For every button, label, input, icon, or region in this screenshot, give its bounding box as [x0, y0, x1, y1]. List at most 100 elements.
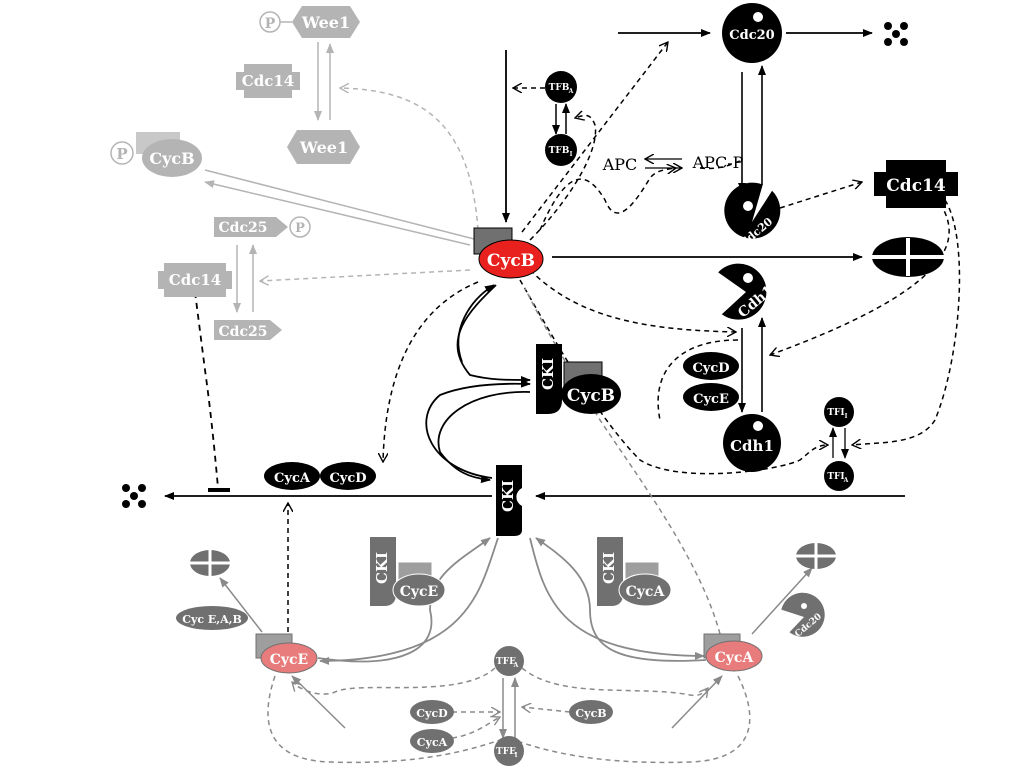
edge-cycB-to-cdc20-synth [521, 42, 668, 233]
cycA-bottom-small-label: CycA [417, 736, 448, 749]
edge-tfe-to-cycA [521, 667, 708, 695]
edge-cycB-to-apc [539, 168, 676, 231]
cycA-bottom-small-node: CycA [410, 729, 454, 753]
cdc14-upper-left-node: Cdc14 [236, 64, 300, 98]
cycB-center-label: CycB [487, 251, 535, 271]
cki-center-label: CKI [499, 480, 517, 512]
tfi-a-sub: A [843, 477, 849, 484]
cdc25-p-node: Cdc25 P [214, 216, 311, 238]
phospho-icon [110, 141, 134, 165]
phospho-icon [289, 216, 311, 238]
cycB-p-node: P CycB [110, 132, 202, 177]
cycA-degraded-icon [796, 543, 836, 569]
edge-cdc14-inhibit [194, 291, 219, 489]
cki-degradation-dots-icon [122, 484, 146, 508]
cycD-right-label: CycD [692, 361, 729, 376]
edge-cycA-synthesis [671, 675, 723, 729]
tfe-a-sub: A [513, 662, 519, 669]
cycE-bottom-label: CycE [270, 652, 308, 668]
cki-cycE-complex-node: CKI CycE [370, 537, 446, 607]
apc-label: APC [602, 155, 638, 174]
edge-cycE-synthesis [291, 675, 346, 729]
edge-apc-to-cdc20 [699, 159, 743, 170]
tfb-a-node: TFB A [545, 71, 577, 103]
edge-cki-cycB-to-cycB [457, 284, 495, 363]
tfe-i-sub: I [515, 752, 518, 759]
cdh1-label: Cdh1 [730, 437, 774, 455]
phospho-label: P [116, 145, 127, 163]
cki-cycA-cki-label: CKI [600, 552, 618, 584]
edge-cdc14-to-cdh1 [770, 195, 950, 355]
tfb-i-sub: I [570, 151, 573, 158]
edge-cdc14-to-tfi [852, 199, 961, 445]
tfi-i-node: TFI I [824, 397, 854, 427]
cycD-right-node: CycD [683, 352, 739, 380]
tfe-a-node: TFE A [494, 646, 524, 676]
cdh1-node: Cdh1 [723, 414, 781, 472]
edge-cycE-degradation [219, 577, 263, 633]
cdh1-active-node: Cdh1 [718, 263, 777, 321]
cdc25-node: Cdc25 [214, 320, 282, 340]
tfb-a-label: TFB [549, 83, 570, 93]
cdc20-active-node: Cdc20 [724, 182, 781, 250]
cdc20-label: Cdc20 [729, 28, 774, 43]
edge-cdh1-to-cycB-via-cyc [657, 339, 739, 421]
edge-cdc20-to-cdc14 [779, 182, 862, 209]
cdc20-small-node: Cdc20 [781, 592, 825, 640]
cki-cycB-cki-label: CKI [539, 358, 557, 390]
tfi-a-node: TFI A [824, 461, 854, 491]
tfe-i-node: TFE I [494, 736, 524, 766]
cyc-eab-label: Cyc E,A,B [182, 613, 242, 626]
cycB-p-label: CycB [149, 149, 194, 168]
tfi-i-sub: I [845, 413, 848, 420]
edge-cycB-to-tfb [529, 115, 597, 241]
edge-cycE-to-cki [317, 537, 491, 663]
cycE-right-node: CycE [683, 383, 739, 411]
cyc-eab-node: Cyc E,A,B [176, 606, 248, 630]
cki-cycA-cyc-label: CycA [626, 584, 666, 600]
cycE-degraded-icon [190, 550, 230, 576]
cdc14-upper-left-label: Cdc14 [242, 72, 294, 90]
edge-cycB-to-cycBp [204, 180, 471, 246]
cdc20-degradation-dots-icon [884, 22, 908, 46]
edge-cycB-to-tfe [522, 707, 571, 712]
edge-cki-to-cycA-complex [529, 537, 705, 660]
tfe-a-label: TFE [496, 657, 516, 667]
cdc25-p-label: Cdc25 [219, 220, 268, 236]
edge-cycB-to-tfi [519, 279, 828, 475]
tfi-i-label: TFI [827, 408, 844, 418]
cki-cycE-cyc-label: CycE [400, 584, 438, 600]
edge-cycE-feedback-loop [267, 675, 501, 764]
tfi-a-label: TFI [827, 472, 844, 482]
cdc14-right-node: Cdc14 [874, 160, 958, 208]
cycD-bottom-label: CycD [416, 707, 448, 720]
edge-cycB-to-cdc25 [260, 269, 471, 281]
wee1-node: Wee1 [287, 130, 360, 164]
cki-cycE-cki-label: CKI [373, 552, 391, 584]
cycB-bottom-small-label: CycB [575, 707, 606, 720]
cycA-bottom-node: CycA [703, 633, 763, 672]
edge-cycA-degradation [751, 567, 813, 635]
tfb-i-label: TFB [549, 146, 570, 156]
edge-cycBp-to-cycB [204, 169, 479, 241]
edge-cycB-to-cdh1 [529, 269, 736, 332]
edge-cycB-to-wee1 [340, 88, 479, 231]
edge-cki-to-cki-cycB [425, 379, 531, 479]
edge-cki-to-cycE-complex [319, 537, 499, 665]
edge-tfe-to-cycE [292, 667, 496, 695]
cdc14-right-label: Cdc14 [886, 176, 946, 196]
wee1-p-node: P Wee1 [259, 6, 360, 38]
cycB-center-node: CycB [473, 227, 544, 279]
cdc14-left-label: Cdc14 [169, 271, 221, 289]
phospho-label: P [265, 16, 276, 32]
cycE-right-label: CycE [693, 392, 729, 407]
edge-cycB-to-cycA [383, 281, 479, 462]
cki-cycB-cyc-label: CycB [567, 386, 615, 406]
cycD-bottom-node: CycD [410, 700, 454, 724]
edge-cycB-to-cki-cycB [456, 284, 531, 384]
cdc14-left-node: Cdc14 [158, 263, 232, 297]
edge-cycA-feedback-loop [519, 675, 751, 764]
cycA-mid-node: CycA [264, 462, 320, 490]
cki-cycA-complex-node: CKI CycA [597, 537, 672, 607]
